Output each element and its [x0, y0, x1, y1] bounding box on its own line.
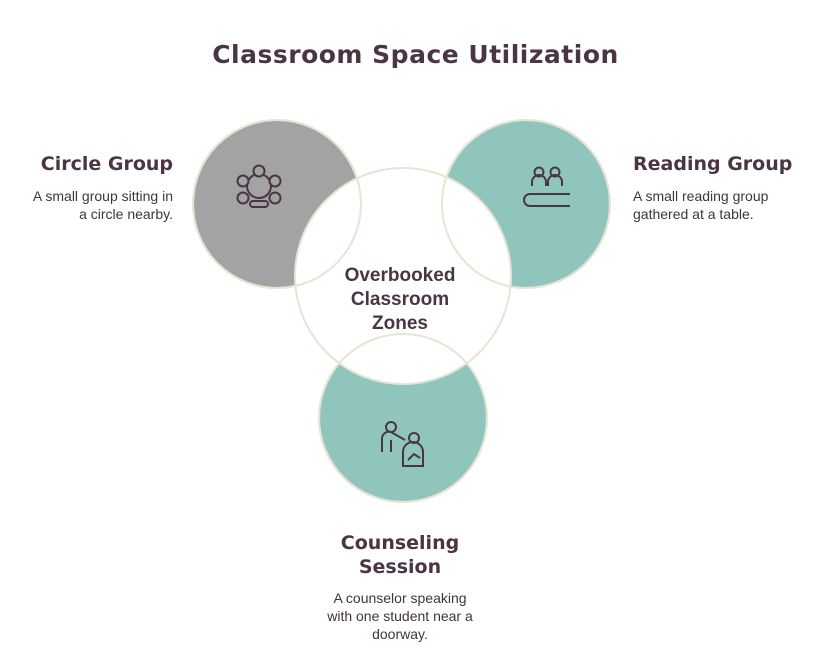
counseling-title-line-1: Counseling	[340, 532, 460, 554]
counseling-session-title: Counseling Session	[300, 531, 500, 579]
circle-group-description: A small group sitting in a circle nearby…	[10, 187, 173, 223]
reading-group-title: Reading Group	[633, 153, 793, 175]
page-title: Classroom Space Utilization	[212, 40, 619, 69]
center-label: Overbooked Classroom Zones	[320, 264, 480, 336]
counseling-desc-line-1: A counselor speaking	[333, 590, 467, 606]
circle-group-desc-line-1: A small group sitting in	[32, 188, 173, 204]
center-line-3: Zones	[372, 313, 428, 334]
center-line-2: Classroom	[350, 289, 450, 310]
reading-table-icon	[523, 166, 570, 207]
circle-group-desc-line-2: a circle nearby.	[79, 206, 173, 222]
counseling-session-description: A counselor speaking with one student ne…	[300, 589, 500, 643]
circle-group-outline	[192, 119, 362, 289]
reading-group-desc-line-2: gathered at a table.	[633, 206, 754, 222]
circle-group-icon	[236, 164, 282, 208]
counseling-title-line-2: Session	[358, 556, 442, 578]
circle-group-title: Circle Group	[40, 153, 173, 175]
counseling-desc-line-3: doorway.	[372, 626, 428, 642]
counselor-student-icon	[381, 421, 424, 467]
counseling-desc-line-2: with one student near a	[327, 608, 473, 624]
reading-group-outline	[441, 119, 611, 289]
center-zone	[294, 167, 512, 385]
center-line-1: Overbooked	[344, 265, 456, 286]
reading-group-description: A small reading group gathered at a tabl…	[633, 187, 823, 223]
counseling-session-outline	[318, 333, 488, 503]
reading-group-desc-line-1: A small reading group	[633, 188, 769, 204]
